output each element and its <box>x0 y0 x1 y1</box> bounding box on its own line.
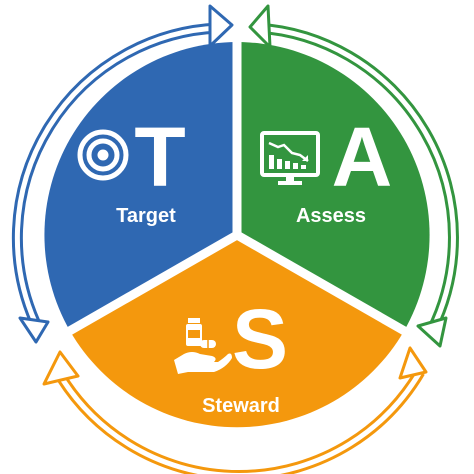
cycle-arrows <box>11 4 459 474</box>
monitor-declining-chart-icon <box>260 131 320 185</box>
concentric-target-icon <box>77 129 129 181</box>
steward-label: Steward <box>202 395 280 417</box>
divider-right <box>234 231 411 337</box>
blue-arrowhead-lower <box>18 316 50 344</box>
assess-label: Assess <box>296 205 366 227</box>
assess-group: A Assess <box>260 110 393 227</box>
green-arrowhead <box>248 4 272 49</box>
green-arrowhead-lower <box>416 316 448 348</box>
pie <box>44 38 430 428</box>
divider-left <box>63 231 240 337</box>
orange-arrowhead <box>42 350 80 386</box>
target-group: T Target <box>77 110 186 227</box>
orange-arrowhead-right <box>398 346 428 380</box>
steward-letter: S <box>232 292 288 386</box>
blue-arrowhead <box>208 4 234 48</box>
target-letter: T <box>134 110 185 204</box>
assess-letter: A <box>332 110 393 204</box>
steward-group: S Steward <box>174 292 288 417</box>
hand-holding-pill-bottle-icon <box>174 318 232 374</box>
target-label: Target <box>116 205 176 227</box>
